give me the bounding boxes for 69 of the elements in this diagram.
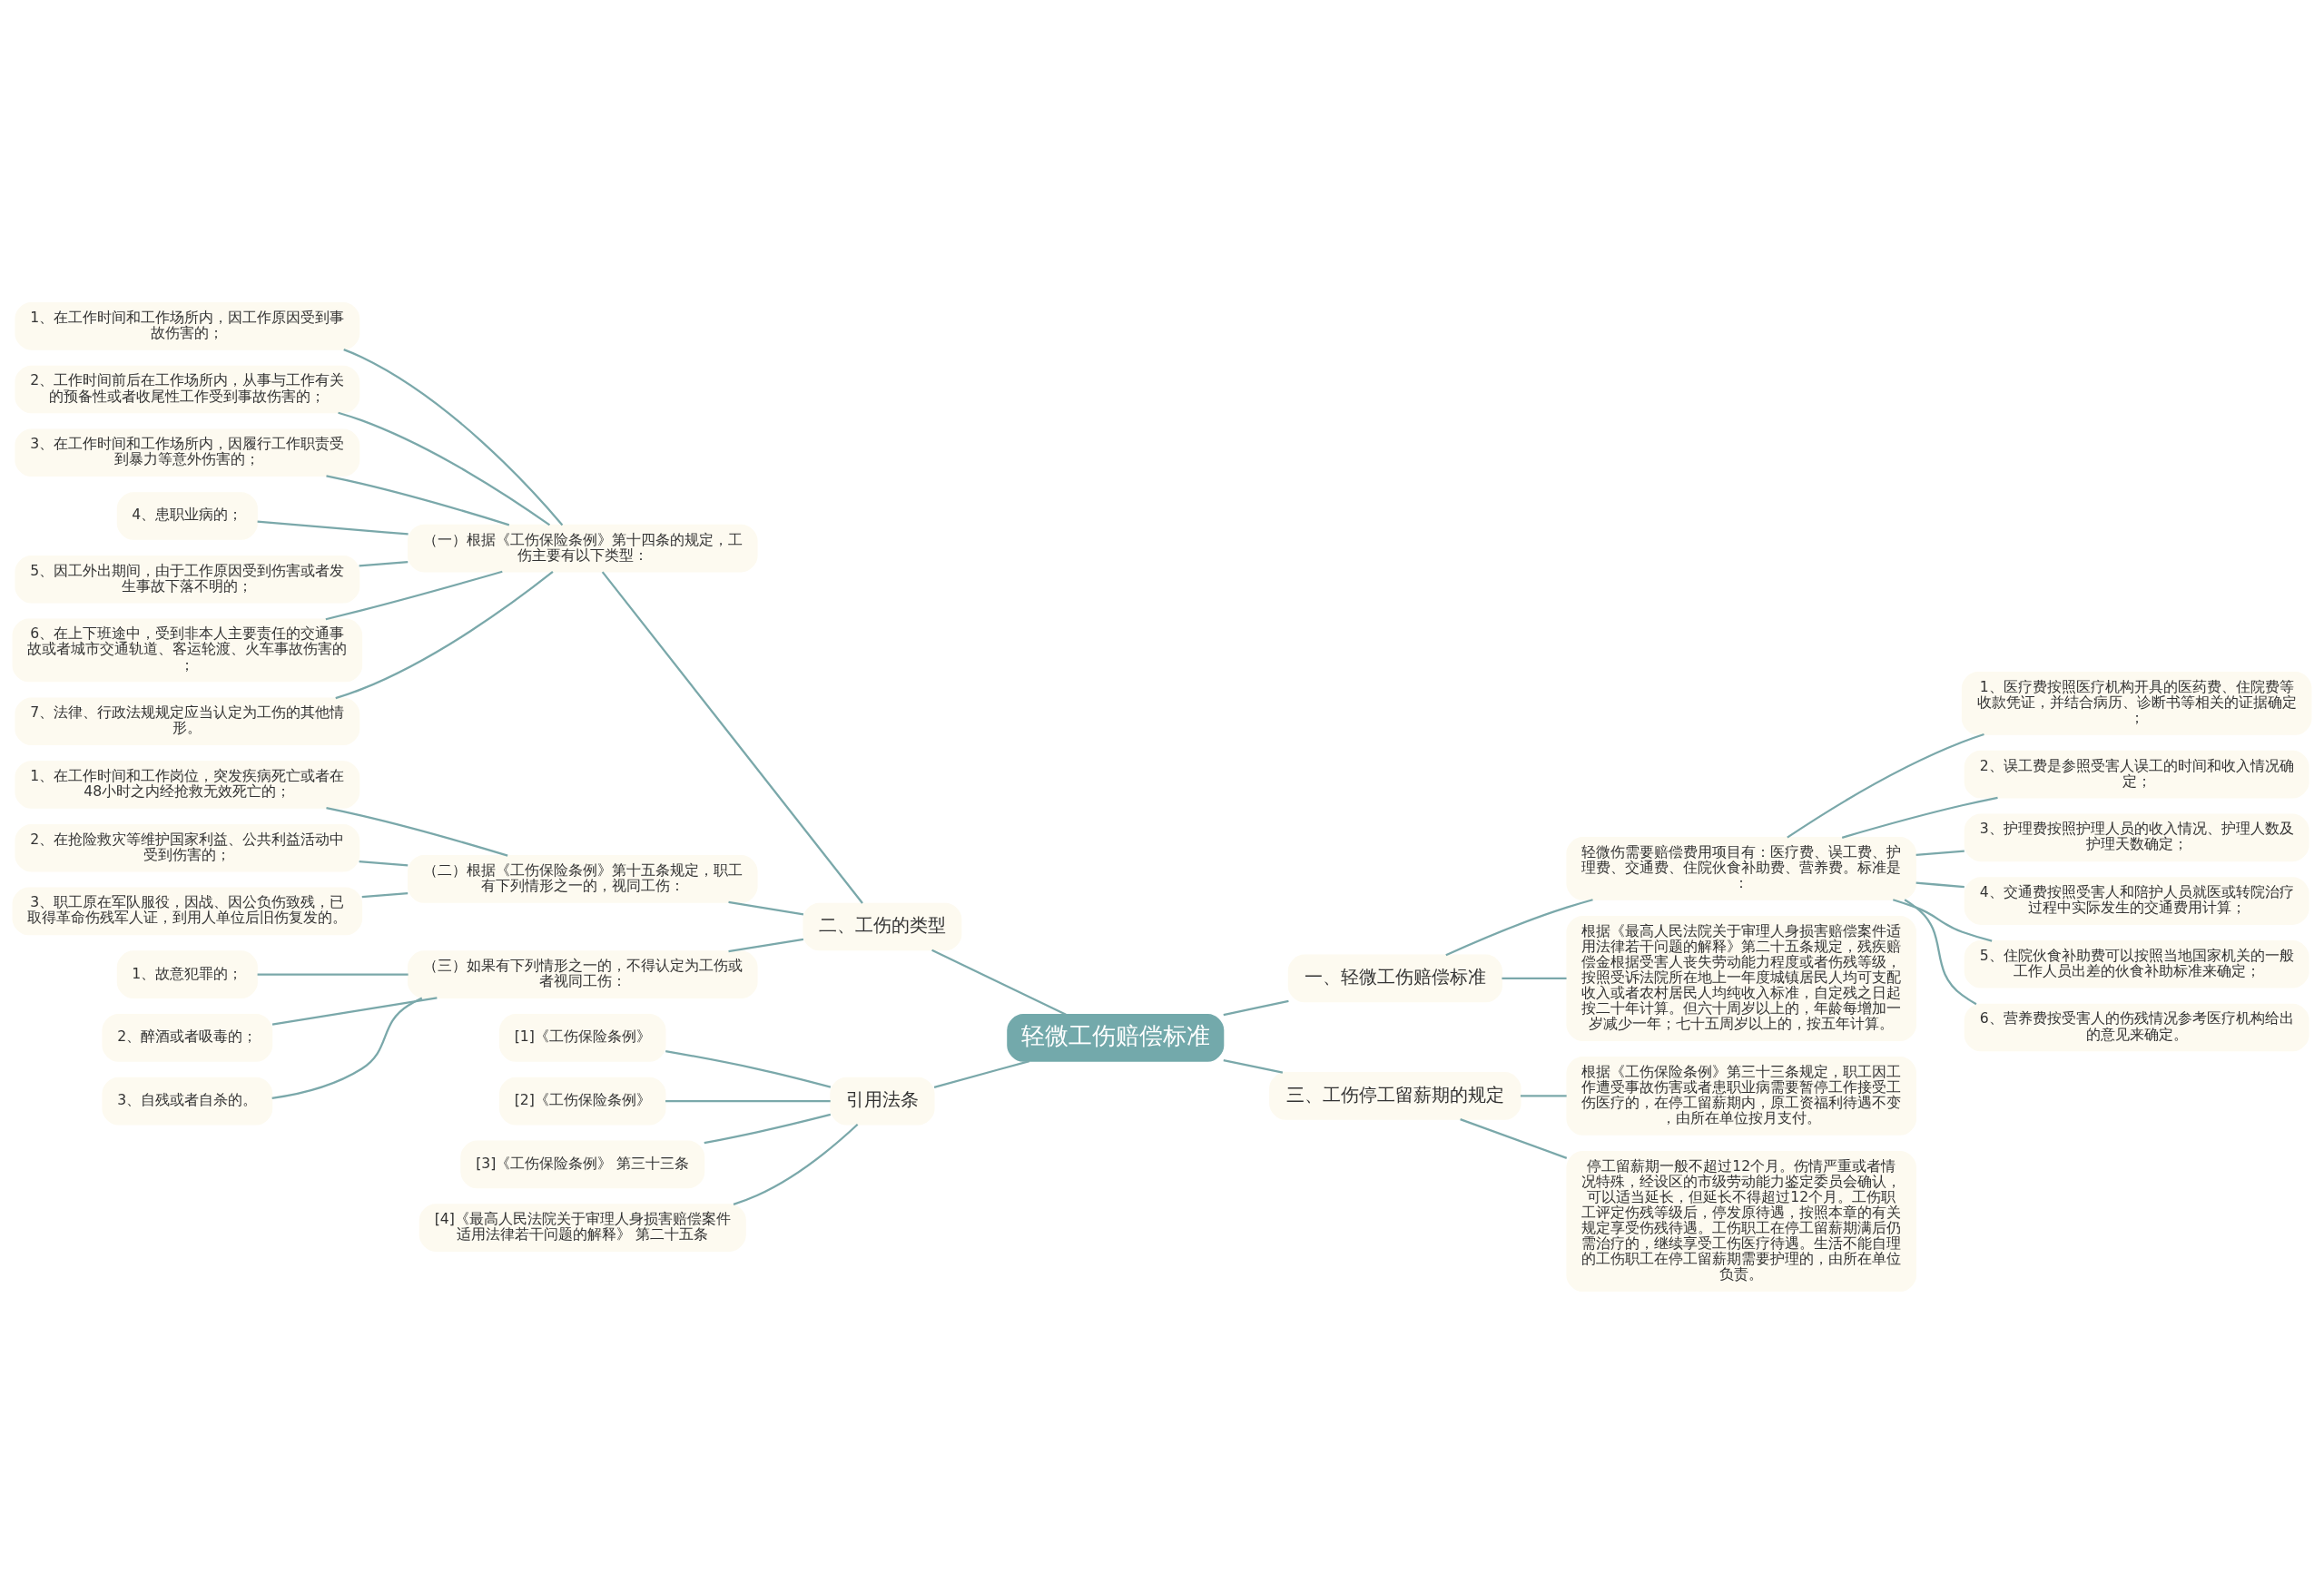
- connector: [361, 891, 409, 898]
- connector: [257, 973, 409, 976]
- connector: [343, 348, 564, 526]
- connector: [1915, 850, 1965, 856]
- connector: [704, 1113, 832, 1144]
- node-box: [3]《工伤保险条例》 第三十三条: [460, 1140, 705, 1188]
- connector: [1915, 881, 1965, 888]
- connector: [728, 900, 804, 915]
- connector: [338, 411, 551, 526]
- node-box: 根据《最高人民法院关于审理人身损害赔偿案件适用法律若干问题的解释》第二十五条规定，残疾赔偿金根据受害人丧失劳动能力程度或者伤残等级，按照受诉法院所在地上一年度城镇居民人均可支配收入或者农村居民人均纯收入标准，自定残之日起按二十年计算。但六十周岁以上的，年龄每增加一岁减少一年；七十五周岁以上的，按五年计算。: [1566, 915, 1917, 1041]
- node-box: （二）根据《工伤保险条例》第十五条规定，职工有下列情形之一的，视同工伤：: [407, 854, 758, 903]
- node-box: 二、工伤的类型: [803, 902, 962, 950]
- node-box: 轻微工伤赔偿标准: [1007, 1013, 1225, 1062]
- node-box: 1、故意犯罪的；: [116, 949, 258, 998]
- node-box: 1、医疗费按照医疗机构开具的医药费、住院费等收款凭证，并结合病历、诊断书等相关的证据确定；: [1961, 671, 2312, 735]
- node-box: 2、工作时间前后在工作场所内，从事与工作有关的预备性或者收尾性工作受到事故伤害的；: [15, 365, 360, 413]
- connector: [1520, 1094, 1567, 1097]
- connector: [1502, 977, 1567, 979]
- node-box: 轻微伤需要赔偿费用项目有：医疗费、误工费、护理费、交通费、住院伙食补助费、营养费。标准是：: [1566, 836, 1917, 900]
- node-box: 4、交通费按照受害人和陪护人员就医或转院治疗过程中实际发生的交通费用计算；: [1964, 876, 2309, 925]
- node-box: [1]《工伤保险条例》: [499, 1013, 666, 1062]
- node-box: 7、法律、行政法规规定应当认定为工伤的其他情形。: [15, 696, 360, 745]
- node-box: 3、在工作时间和工作场所内，因履行工作职责受到暴力等意外伤害的；: [15, 428, 360, 477]
- connector: [1223, 1058, 1284, 1074]
- node-box: [2]《工伤保险条例》: [499, 1077, 666, 1125]
- node-box: 1、在工作时间和工作场所内，因工作原因受到事故伤害的；: [15, 301, 360, 350]
- connector: [1223, 999, 1289, 1016]
- node-box: 引用法条: [830, 1077, 935, 1125]
- node-box: 5、住院伙食补助费可以按照当地国家机关的一般工作人员出差的伙食补助标准来确定；: [1964, 939, 2309, 988]
- node-box: [4]《最高人民法院关于审理人身损害赔偿案件适用法律若干问题的解释》 第二十五条: [419, 1203, 746, 1252]
- node-box: 6、营养费按受害人的伤残情况参考医疗机构给出的意见来确定。: [1964, 1003, 2309, 1051]
- connector: [601, 570, 863, 904]
- connector: [665, 1049, 832, 1088]
- node-box: 4、患职业病的；: [116, 491, 258, 540]
- connector: [931, 949, 1067, 1016]
- connector: [325, 570, 503, 620]
- connector: [271, 996, 423, 1099]
- node-box: 6、在上下班途中，受到非本人主要责任的交通事故或者城市交通轨道、客运轮渡、火车事故伤害的；: [12, 618, 363, 682]
- connector: [1841, 796, 1998, 839]
- connector: [359, 860, 409, 866]
- connector: [728, 938, 804, 952]
- connector: [359, 560, 409, 567]
- node-box: 3、自残或者自杀的。: [102, 1077, 273, 1125]
- connector: [257, 520, 409, 536]
- node-box: 1、在工作时间和工作岗位，突发疾病死亡或者在48小时之内经抢救无效死亡的；: [15, 760, 360, 809]
- connector: [271, 996, 438, 1026]
- node-box: 停工留薪期一般不超过12个月。伤情严重或者情况特殊，经设区的市级劳动能力鉴定委员会确认，可以适当延长，但延长不得超过12个月。工伤职工评定伤残等级后，停发原待遇，按照本章的有关规定享受伤残待遇。工伤职工在停工留薪期满后仍需治疗的，继续享受工伤医疗待遇。生活不能自理的工伤职工在停工留薪期需要护理的，由所在单位负责。: [1566, 1150, 1917, 1292]
- connector: [1904, 898, 1977, 1005]
- connector: [665, 1099, 831, 1102]
- node-box: 3、护理费按照护理人员的收入情况、护理人数及护理天数确定；: [1964, 813, 2309, 861]
- node-box: 根据《工伤保险条例》第三十三条规定，职工因工作遭受事故伤害或者患职业病需要暂停工作接受工伤医疗的，在停工留薪期内，原工资福利待遇不变，由所在单位按月支付。: [1566, 1056, 1917, 1136]
- node-box: （三）如果有下列情形之一的，不得认定为工伤或者视同工伤：: [407, 949, 758, 998]
- connector: [1445, 898, 1593, 956]
- node-box: （一）根据《工伤保险条例》第十四条的规定，工伤主要有以下类型：: [407, 524, 758, 572]
- node-box: 一、轻微工伤赔偿标准: [1287, 954, 1502, 1002]
- connector: [1892, 898, 1993, 942]
- connector: [335, 570, 554, 699]
- connector: [1460, 1117, 1568, 1159]
- connector: [733, 1123, 859, 1205]
- node-box: 2、醉酒或者吸毒的；: [102, 1013, 273, 1062]
- node-box: 三、工伤停工留薪期的规定: [1269, 1071, 1521, 1120]
- node-box: 3、职工原在军队服役，因战、因公负伤致残，已取得革命伤残军人证，到用人单位后旧伤复发的。: [12, 887, 363, 935]
- connector: [326, 474, 510, 526]
- connector: [933, 1059, 1030, 1088]
- node-box: 5、因工外出期间，由于工作原因受到伤害或者发生事故下落不明的；: [15, 555, 360, 604]
- connector: [326, 806, 508, 857]
- node-box: 2、误工费是参照受害人误工的时间和收入情况确定；: [1964, 750, 2309, 798]
- node-box: 2、在抢险救灾等维护国家利益、公共利益活动中受到伤害的；: [15, 823, 360, 872]
- connector: [1787, 733, 1984, 839]
